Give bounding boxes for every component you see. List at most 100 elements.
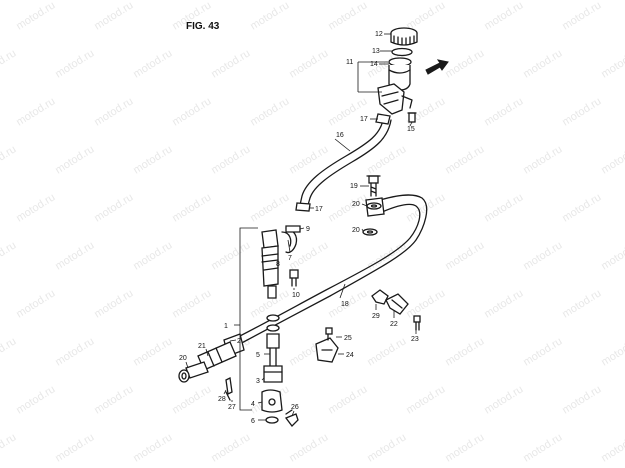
tank-ring (388, 69, 411, 74)
watermark-text: motod.ru (560, 287, 603, 320)
watermark-text: motod.ru (599, 335, 625, 368)
watermark-text: motod.ru (14, 383, 57, 416)
watermark-text: motod.ru (365, 335, 408, 368)
watermark-text: motod.ru (599, 239, 625, 272)
master-cylinder-lower (261, 225, 305, 299)
watermark-text: motod.ru (14, 191, 57, 224)
bracket-24 (315, 327, 344, 363)
callout-9: 9 (306, 226, 310, 233)
washer-20c (178, 369, 190, 383)
callout-12: 12 (375, 31, 383, 38)
figure-title: FIG. 43 (186, 21, 220, 32)
watermark-text: motod.ru (326, 0, 369, 33)
callout-29: 29 (372, 313, 380, 320)
lead-2 (229, 339, 237, 342)
bracket-assembly-right (371, 289, 421, 334)
watermark-text: motod.ru (365, 431, 408, 464)
reservoir-cap-side (390, 33, 418, 46)
front-arrow-icon (425, 59, 449, 75)
body-arm (401, 95, 413, 109)
callout-16: 16 (336, 132, 344, 139)
lead-7 (287, 239, 291, 253)
watermark-text: motod.ru (248, 191, 291, 224)
hose-guide-29 (371, 289, 389, 305)
watermark-text: motod.ru (53, 47, 96, 80)
watermark-text: motod.ru (0, 335, 18, 368)
watermark-text: motod.ru (560, 0, 603, 33)
watermark-text: motod.ru (404, 287, 447, 320)
reservoir-assembly (357, 27, 418, 127)
watermark-text: motod.ru (170, 95, 213, 128)
callout-7: 7 (288, 255, 292, 262)
watermark-text: motod.ru (404, 95, 447, 128)
watermark-text: motod.ru (443, 431, 486, 464)
callout-24: 24 (346, 352, 354, 359)
watermark-text: motod.ru (326, 383, 369, 416)
cylinder-top (261, 229, 279, 249)
washer-20b (362, 228, 378, 236)
diaphragm (388, 57, 412, 67)
watermark-text: motod.ru (443, 239, 486, 272)
watermark-text: motod.ru (131, 143, 174, 176)
callout-1: 1 (224, 323, 228, 330)
watermark-text: motod.ru (287, 431, 330, 464)
watermark-text: motod.ru (482, 191, 525, 224)
lead-20b (361, 228, 364, 232)
callout-17-top: 17 (360, 116, 368, 123)
piston-3 (263, 365, 283, 383)
watermark-text: motod.ru (131, 239, 174, 272)
callout-10: 10 (292, 292, 300, 299)
cap-ribs (393, 35, 415, 46)
callout-6: 6 (251, 418, 255, 425)
slave-cylinder (178, 339, 237, 402)
watermark-text: motod.ru (521, 335, 564, 368)
lead-15 (409, 121, 413, 127)
watermark-text: motod.ru (599, 143, 625, 176)
callout-3: 3 (256, 378, 260, 385)
hose-clamp-17a (375, 113, 391, 125)
watermark-text: motod.ru (443, 143, 486, 176)
callout-18: 18 (341, 301, 349, 308)
watermark-text: motod.ru (209, 47, 252, 80)
watermark-text: motod.ru (92, 383, 135, 416)
callout-11: 11 (346, 59, 353, 66)
watermark-text: motod.ru (14, 0, 57, 33)
watermark-text: motod.ru (521, 143, 564, 176)
callout-27: 27 (228, 404, 236, 411)
watermark-text: motod.ru (560, 95, 603, 128)
watermark-text: motod.ru (482, 0, 525, 33)
lead-28 (223, 389, 227, 395)
watermark-text: motod.ru (92, 287, 135, 320)
callout-20-lower: 20 (352, 227, 360, 234)
watermark-text: motod.ru (209, 239, 252, 272)
bolt-15 (408, 112, 416, 123)
callout-4: 4 (251, 401, 255, 408)
lead-20c (185, 361, 189, 369)
watermark-text: motod.ru (209, 143, 252, 176)
piston (266, 333, 280, 349)
watermark-text: motod.ru (287, 143, 330, 176)
watermark-text: motod.ru (92, 0, 135, 33)
watermark-text: motod.ru (248, 95, 291, 128)
reservoir-hose-16 (295, 113, 392, 212)
watermark-text: motod.ru (0, 143, 18, 176)
lead-21 (205, 348, 209, 357)
watermark-text: motod.ru (560, 191, 603, 224)
watermark-text: motod.ru (521, 47, 564, 80)
callout-19: 19 (350, 183, 358, 190)
watermark-text: motod.ru (443, 335, 486, 368)
watermark-text: motod.ru (131, 47, 174, 80)
watermark-text: motod.ru (326, 191, 369, 224)
bolt-25 (325, 327, 333, 335)
push-rod-5 (269, 347, 277, 367)
callout-20-upper: 20 (352, 201, 360, 208)
watermark-text: motod.ru (131, 431, 174, 464)
callout-2: 2 (237, 338, 241, 345)
watermark-text: motod.ru (0, 431, 18, 464)
watermark-text: motod.ru (482, 383, 525, 416)
lead-18 (339, 283, 346, 299)
lead-4 (257, 401, 263, 404)
watermark-text: motod.ru (92, 95, 135, 128)
seal (266, 314, 280, 322)
